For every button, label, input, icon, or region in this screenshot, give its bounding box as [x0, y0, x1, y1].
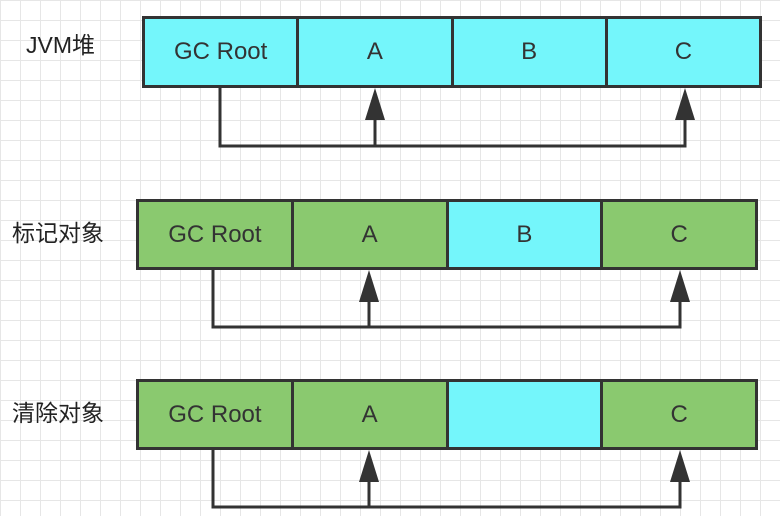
heap-cell-gc-root: GC Root — [145, 19, 297, 85]
mark-cell-b: B — [445, 202, 601, 267]
heap-cell-c: C — [604, 19, 759, 85]
sweep-objects-bar: GC Root A C — [136, 379, 758, 450]
mark-cell-gc-root: GC Root — [139, 202, 291, 267]
row1-arrowhead-c — [675, 88, 695, 120]
sweep-cell-a: A — [290, 382, 446, 447]
jvm-heap-bar: GC Root A B C — [142, 16, 762, 88]
sweep-cell-freed — [445, 382, 601, 447]
row-label-mark-objects: 标记对象 — [12, 220, 104, 246]
mark-cell-a: A — [290, 202, 446, 267]
mark-objects-bar: GC Root A B C — [136, 199, 758, 270]
row3-references — [211, 450, 690, 509]
row1-root-to-c-line — [218, 88, 687, 148]
row1-references — [218, 88, 695, 148]
row2-references — [211, 270, 690, 329]
sweep-cell-gc-root: GC Root — [139, 382, 291, 447]
heap-cell-b: B — [450, 19, 605, 85]
row3-root-to-c-line — [211, 450, 682, 509]
row1-arrowhead-a — [365, 88, 385, 120]
sweep-cell-c: C — [600, 382, 755, 447]
row3-arrowhead-c — [670, 450, 690, 482]
heap-cell-a: A — [296, 19, 451, 85]
mark-cell-c: C — [600, 202, 755, 267]
row3-arrowhead-a — [359, 450, 379, 482]
row-label-sweep-objects: 清除对象 — [12, 400, 104, 426]
row2-root-to-c-line — [211, 270, 682, 329]
row2-arrowhead-c — [670, 270, 690, 302]
row2-arrowhead-a — [359, 270, 379, 302]
row-label-jvm-heap: JVM堆 — [26, 32, 95, 58]
